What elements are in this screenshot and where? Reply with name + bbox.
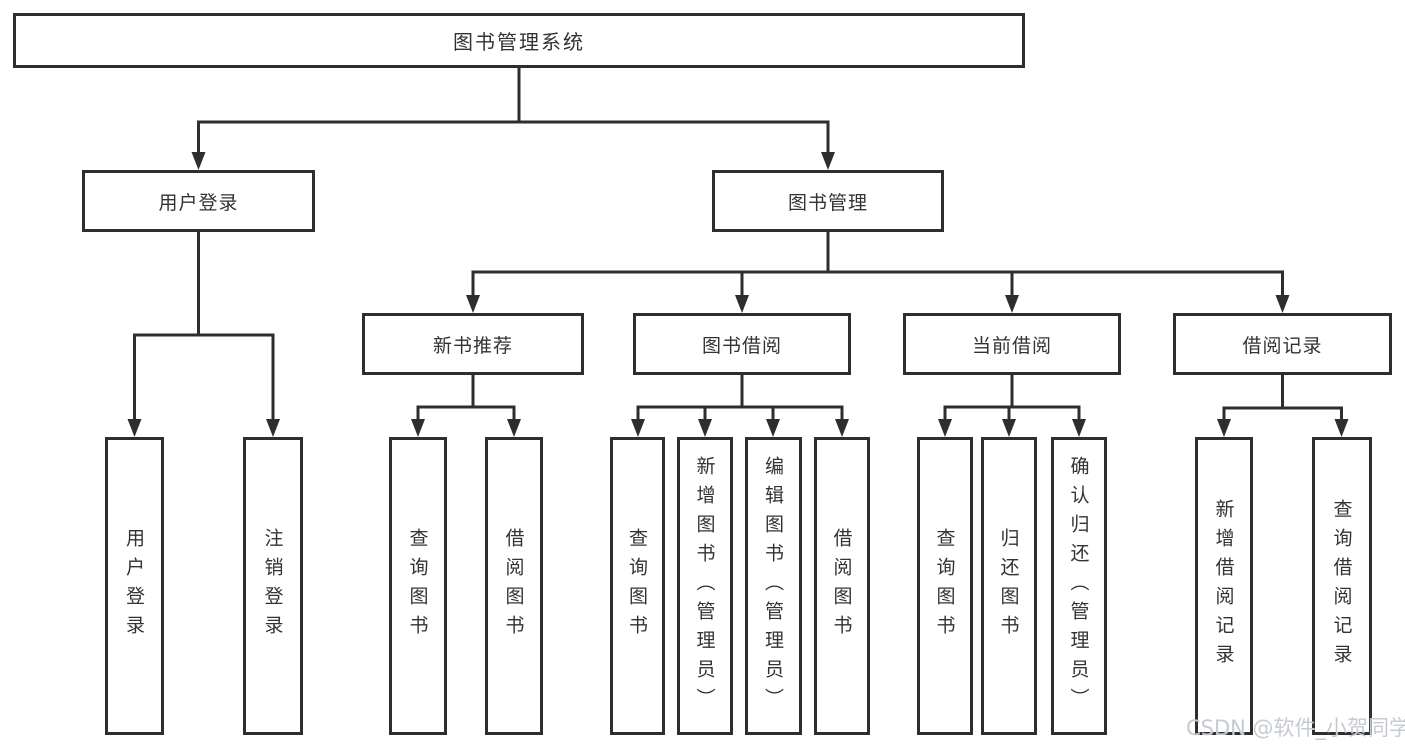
node-book-management: 图书管理: [712, 170, 944, 232]
edge-current-to-children: [943, 373, 1081, 421]
node-book-borrowing-label: 图书借阅: [701, 334, 782, 357]
leaf-logout-label: 注销登录: [261, 528, 284, 644]
leaf-edit-books-admin: 编辑图书（管理员）: [745, 437, 802, 735]
node-current-borrowing-label: 当前借阅: [971, 334, 1052, 357]
leaf-query-books-3-label: 查询图书: [933, 528, 956, 644]
node-new-book-recommendation: 新书推荐: [362, 313, 584, 375]
edge-bookmgmt-to-level3: [471, 230, 1284, 297]
leaf-add-books-admin-label: 新增图书（管理员）: [693, 455, 716, 717]
leaf-return-books-label: 归还图书: [997, 528, 1020, 644]
node-book-borrowing: 图书借阅: [633, 313, 851, 375]
node-root-library-system: 图书管理系统: [13, 13, 1025, 68]
leaf-add-borrow-record-label: 新增借阅记录: [1212, 499, 1235, 673]
leaf-logout: 注销登录: [243, 437, 303, 735]
leaf-borrow-books-1-label: 借阅图书: [502, 528, 525, 644]
edge-root-to-level2: [197, 66, 830, 154]
leaf-query-borrow-record: 查询借阅记录: [1312, 437, 1372, 735]
leaf-edit-books-admin-label: 编辑图书（管理员）: [762, 455, 784, 717]
leaf-query-books-1-label: 查询图书: [406, 528, 429, 644]
node-borrowing-records-label: 借阅记录: [1242, 334, 1323, 357]
node-new-book-recommendation-label: 新书推荐: [432, 334, 513, 357]
csdn-watermark: CSDN @软件_小贺同学: [1186, 716, 1405, 740]
node-user-login: 用户登录: [82, 170, 315, 232]
leaf-borrow-books-2-label: 借阅图书: [830, 528, 853, 644]
leaf-confirm-return-admin: 确认归还（管理员）: [1051, 437, 1107, 735]
leaf-confirm-return-admin-label: 确认归还（管理员）: [1067, 455, 1090, 717]
leaf-borrow-books-2: 借阅图书: [814, 437, 870, 735]
edge-newbook-to-children: [416, 373, 516, 421]
node-borrowing-records: 借阅记录: [1173, 313, 1392, 375]
node-user-login-label: 用户登录: [158, 191, 239, 214]
leaf-borrow-books-1: 借阅图书: [485, 437, 543, 735]
leaf-user-login: 用户登录: [105, 437, 164, 735]
leaf-query-books-1: 查询图书: [389, 437, 447, 735]
edge-userlogin-to-children: [133, 230, 275, 421]
node-current-borrowing: 当前借阅: [903, 313, 1121, 375]
leaf-query-books-2-label: 查询图书: [626, 528, 648, 644]
leaf-add-borrow-record: 新增借阅记录: [1195, 437, 1253, 735]
edge-records-to-children: [1222, 373, 1343, 421]
leaf-query-books-3: 查询图书: [917, 437, 973, 735]
leaf-add-books-admin: 新增图书（管理员）: [677, 437, 733, 735]
leaf-user-login-label: 用户登录: [123, 528, 145, 644]
leaf-query-borrow-record-label: 查询借阅记录: [1330, 499, 1353, 673]
edge-borrowing-to-children: [636, 373, 844, 421]
leaf-query-books-2: 查询图书: [610, 437, 665, 735]
leaf-return-books: 归还图书: [981, 437, 1037, 735]
node-root-label: 图书管理系统: [453, 30, 585, 54]
node-book-management-label: 图书管理: [787, 191, 868, 214]
